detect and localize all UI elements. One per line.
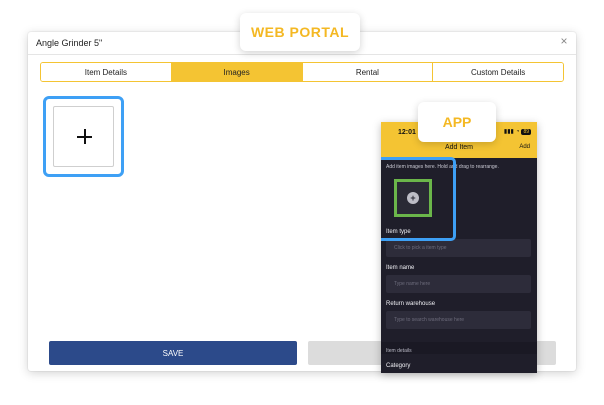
item-name-field[interactable]: Type name here xyxy=(386,275,531,293)
close-icon[interactable]: × xyxy=(560,34,568,48)
phone-image-highlight xyxy=(381,157,456,241)
section-divider xyxy=(381,342,537,354)
plus-icon-vertical xyxy=(84,129,86,144)
return-warehouse-field[interactable]: Type to search warehouse here xyxy=(386,311,531,329)
tab-item-details[interactable]: Item Details xyxy=(41,63,172,81)
item-type-field[interactable]: Click to pick a item type xyxy=(386,239,531,257)
phone-app-screen: 12:01 ▮▮▮ ◔ 89 Add Item Add Add item ima… xyxy=(381,122,537,373)
add-image-highlight xyxy=(43,96,124,177)
plus-circle-icon: + xyxy=(407,192,419,204)
window-title: Angle Grinder 5" xyxy=(36,38,103,48)
image-hint: Add item images here. Hold and drag to r… xyxy=(386,164,499,170)
section-label: Item details xyxy=(386,348,412,354)
web-portal-badge: WEB PORTAL xyxy=(240,13,360,51)
add-image-button[interactable] xyxy=(53,106,114,167)
tab-custom-details[interactable]: Custom Details xyxy=(433,63,563,81)
save-button[interactable]: SAVE xyxy=(49,341,297,365)
title-divider xyxy=(28,54,576,55)
return-warehouse-label: Return warehouse xyxy=(386,301,436,307)
phone-add-button[interactable]: Add xyxy=(519,144,530,150)
signal-icon: ▮▮▮ xyxy=(503,129,514,135)
status-time: 12:01 xyxy=(398,129,416,136)
app-badge: APP xyxy=(418,102,496,142)
status-icons: ▮▮▮ ◔ 89 xyxy=(504,128,531,135)
wifi-icon: ◔ xyxy=(515,128,520,135)
category-label: Category xyxy=(386,363,411,369)
battery-icon: 89 xyxy=(521,128,531,135)
tab-rental[interactable]: Rental xyxy=(302,63,434,81)
tab-bar: Item Details Images Rental Custom Detail… xyxy=(40,62,564,82)
phone-title: Add Item xyxy=(444,144,473,151)
tab-images[interactable]: Images xyxy=(171,63,303,81)
phone-add-image-button[interactable]: + xyxy=(394,179,432,217)
item-name-label: Item name xyxy=(386,265,415,271)
item-type-label: Item type xyxy=(386,229,411,235)
